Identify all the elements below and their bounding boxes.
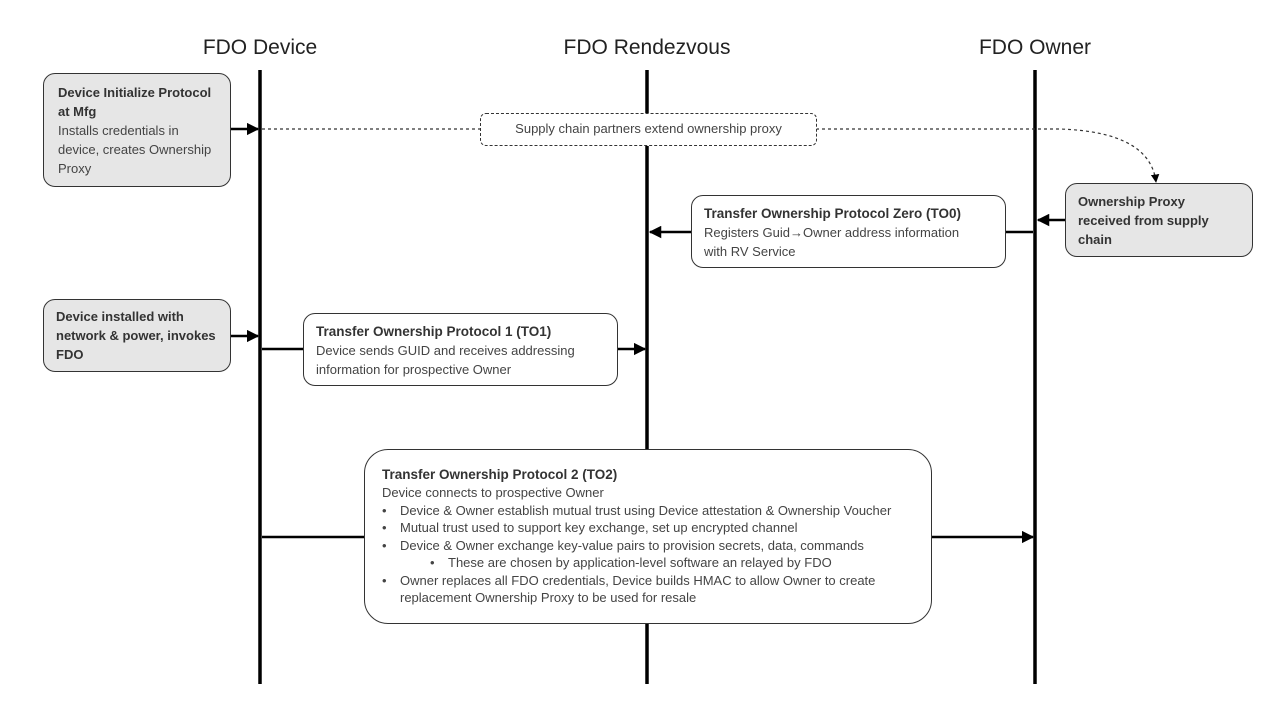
to2-bullet-list: Device & Owner establish mutual trust us… xyxy=(382,502,914,607)
ownership-proxy-title: Ownership Proxy received from supply cha… xyxy=(1078,194,1209,247)
to1-box: Transfer Ownership Protocol 1 (TO1) Devi… xyxy=(303,313,618,386)
device-initialize-box: Device Initialize Protocol at Mfg Instal… xyxy=(43,73,231,187)
to2-intro: Device connects to prospective Owner xyxy=(382,485,604,500)
supply-chain-label: Supply chain partners extend ownership p… xyxy=(480,113,817,146)
to2-bullet: Owner replaces all FDO credentials, Devi… xyxy=(382,572,914,607)
device-initialize-title: Device Initialize Protocol at Mfg xyxy=(58,85,212,119)
to0-body-post: Owner address information xyxy=(802,225,960,240)
to2-bullet: Device & Owner establish mutual trust us… xyxy=(382,502,914,520)
to0-body-line1: Registers Guid→Owner address information xyxy=(704,223,993,242)
to2-sub-bullet: These are chosen by application-level so… xyxy=(382,554,914,572)
to0-box: Transfer Ownership Protocol Zero (TO0) R… xyxy=(691,195,1006,268)
to2-bullet: Device & Owner exchange key-value pairs … xyxy=(382,537,914,555)
device-initialize-body: Installs credentials in device, creates … xyxy=(58,123,212,176)
ownership-proxy-box: Ownership Proxy received from supply cha… xyxy=(1065,183,1253,257)
lane-title-device: FDO Device xyxy=(202,36,318,59)
to2-bullet: Mutual trust used to support key exchang… xyxy=(382,519,914,537)
to2-title: Transfer Ownership Protocol 2 (TO2) xyxy=(382,467,618,482)
to0-body-pre: Registers Guid xyxy=(704,225,790,240)
arrow-right-icon: → xyxy=(789,225,803,240)
lane-title-rendezvous: FDO Rendezvous xyxy=(563,36,731,59)
device-installed-box: Device installed with network & power, i… xyxy=(43,299,231,372)
to1-title: Transfer Ownership Protocol 1 (TO1) xyxy=(316,324,552,339)
to1-body: Device sends GUID and receives addressin… xyxy=(316,343,575,377)
device-installed-title: Device installed with network & power, i… xyxy=(56,309,216,362)
supply-chain-dashed-curve xyxy=(816,128,1160,183)
to0-title: Transfer Ownership Protocol Zero (TO0) xyxy=(704,206,962,221)
to2-box: Transfer Ownership Protocol 2 (TO2) Devi… xyxy=(364,449,932,624)
to0-body-line2: with RV Service xyxy=(704,244,796,259)
lane-title-owner: FDO Owner xyxy=(978,36,1091,59)
